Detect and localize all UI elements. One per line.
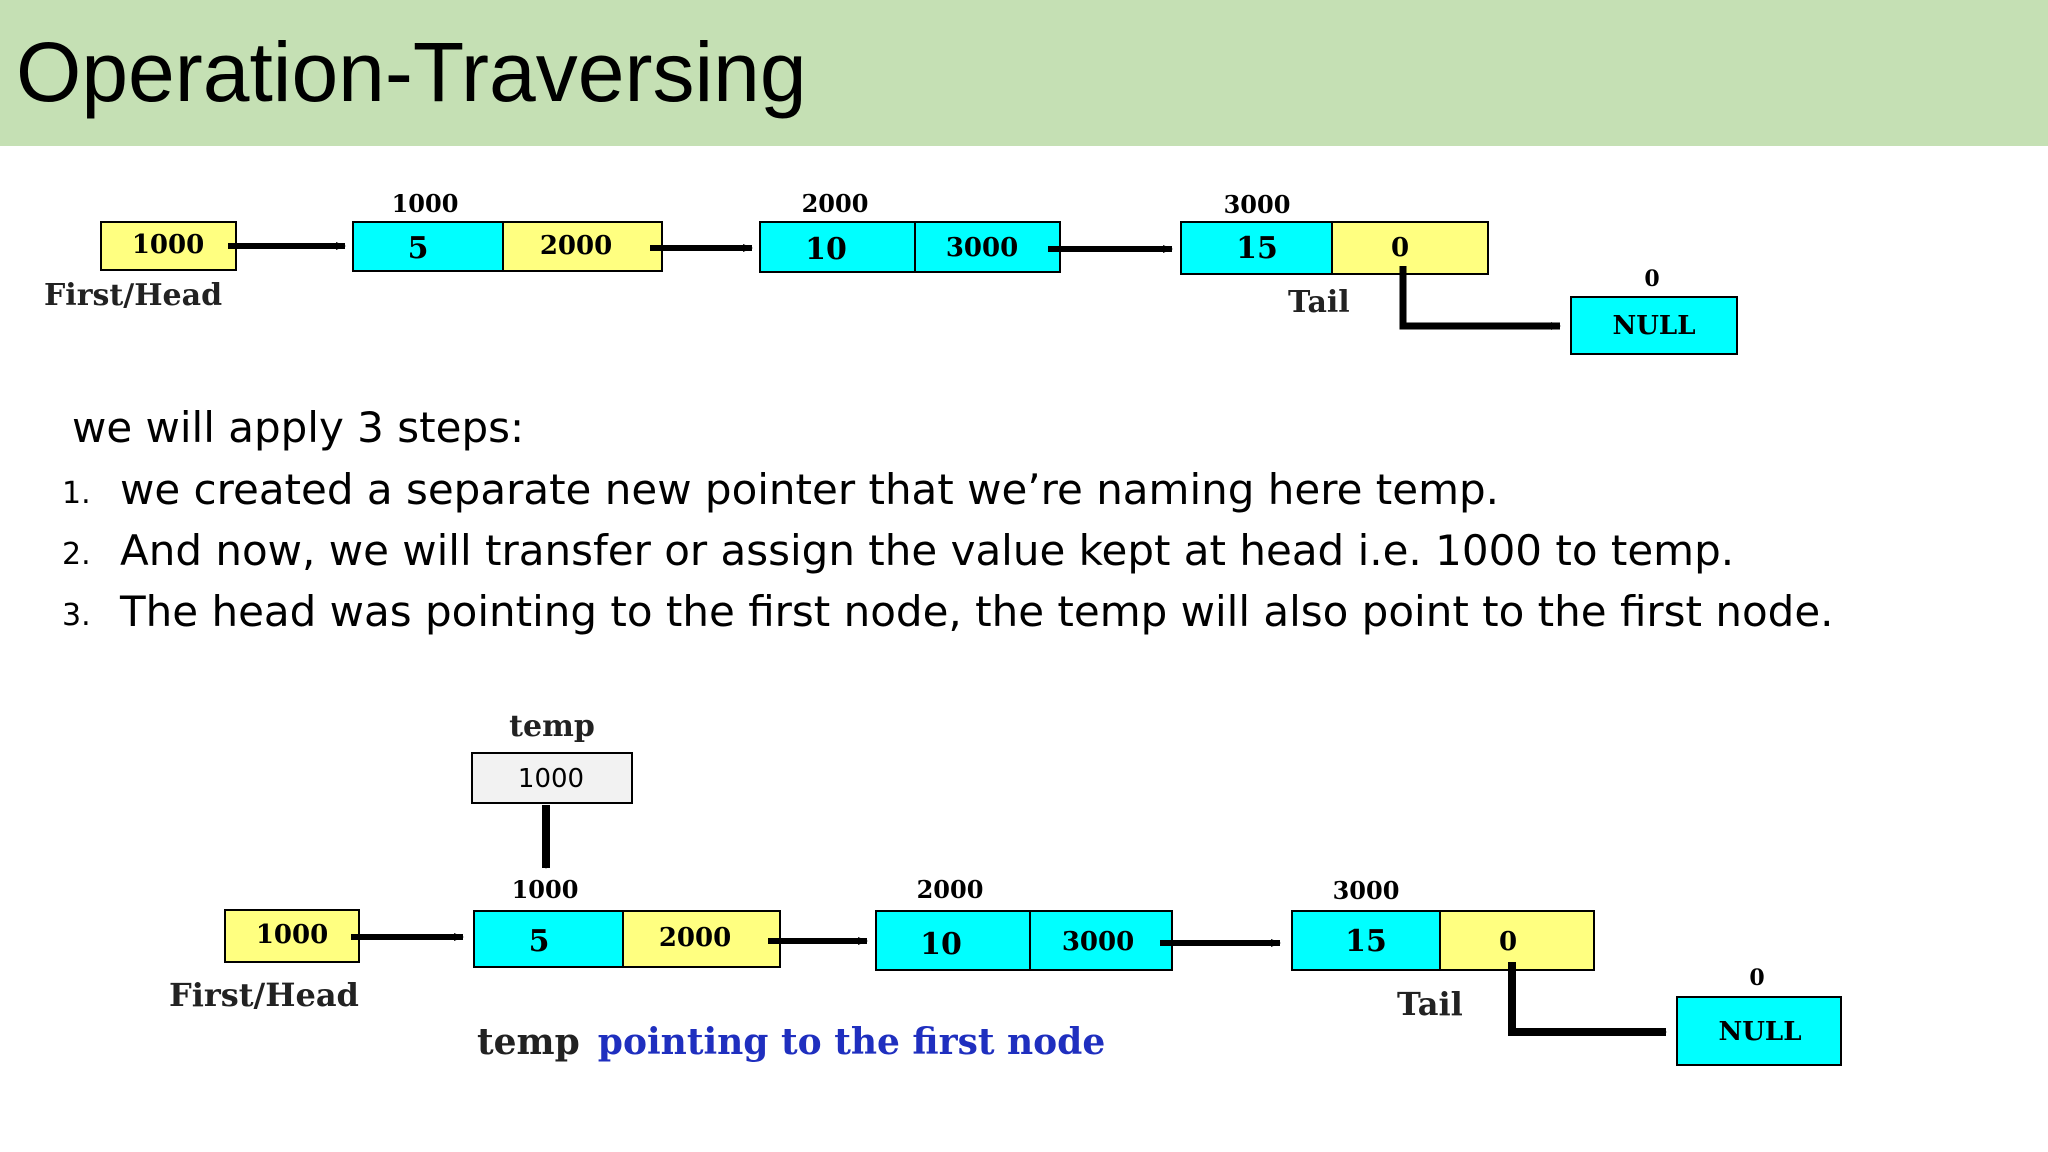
node-address: 2000	[917, 875, 984, 904]
head-label: First/Head	[169, 976, 359, 1014]
node-data-cell	[1180, 221, 1333, 275]
node-data-cell	[473, 910, 624, 968]
caption-black: temp	[477, 1021, 580, 1063]
node-next-cell	[1439, 910, 1595, 971]
node-next: 3000	[1062, 927, 1134, 957]
null-label: NULL	[1612, 311, 1695, 341]
node-data-cell	[759, 221, 916, 273]
step-text: And now, we will transfer or assign the …	[120, 526, 1735, 575]
tail-label: Tail	[1397, 985, 1463, 1023]
node-data: 5	[408, 231, 429, 266]
node-next-cell	[1029, 910, 1173, 971]
temp-box	[471, 752, 633, 804]
node-data: 10	[920, 927, 962, 962]
node-next-cell	[1331, 221, 1489, 275]
node-data: 5	[529, 924, 550, 959]
node-data-cell	[875, 910, 1031, 971]
node-data-cell	[352, 221, 504, 272]
title-bar	[0, 0, 2048, 146]
head-value: 1000	[256, 920, 328, 950]
steps-intro: we will apply 3 steps:	[72, 403, 525, 452]
step-text: The head was pointing to the first node,…	[120, 587, 1834, 636]
node-next: 3000	[946, 233, 1018, 263]
tail-arrow	[1399, 266, 1561, 330]
node-next: 2000	[659, 923, 731, 953]
node-data: 15	[1236, 231, 1278, 266]
diagram-bottom: temp 1000 1000 First/Head 1000 5 2000 20…	[169, 709, 1842, 1066]
diagram-top: 1000 First/Head 1000 5 2000 2000 10 3000…	[44, 189, 1738, 355]
step-number: 1.	[62, 476, 91, 511]
node-data: 15	[1345, 924, 1387, 959]
node-data: 10	[805, 232, 847, 267]
null-box	[1570, 296, 1738, 355]
node-next: 2000	[540, 231, 612, 261]
node-next-cell	[502, 221, 663, 272]
node-address: 3000	[1333, 876, 1400, 905]
node-next: 0	[1499, 927, 1517, 957]
node-next: 0	[1391, 233, 1409, 263]
node-address: 3000	[1224, 190, 1291, 219]
node-address: 1000	[392, 189, 459, 218]
slide-title: Operation-Traversing	[16, 25, 807, 119]
node-next-cell	[914, 221, 1061, 273]
tail-arrow	[1508, 962, 1667, 1036]
diagram-caption: temp pointing to the first node	[477, 1021, 1105, 1063]
step-text: we created a separate new pointer that w…	[120, 465, 1499, 514]
null-address: 0	[1749, 965, 1764, 991]
node-address: 2000	[802, 189, 869, 218]
temp-value: 1000	[518, 764, 584, 794]
caption-blue: pointing to the first node	[598, 1021, 1105, 1063]
null-address: 0	[1644, 266, 1659, 292]
null-label: NULL	[1718, 1017, 1801, 1047]
node-next-cell	[622, 910, 781, 968]
step-number: 2.	[62, 537, 91, 572]
step-number: 3.	[62, 598, 91, 633]
tail-label: Tail	[1288, 285, 1350, 320]
temp-label: temp	[509, 709, 595, 744]
head-label: First/Head	[44, 278, 222, 313]
null-box	[1676, 996, 1842, 1066]
node-address: 1000	[512, 875, 579, 904]
head-value: 1000	[132, 230, 204, 260]
